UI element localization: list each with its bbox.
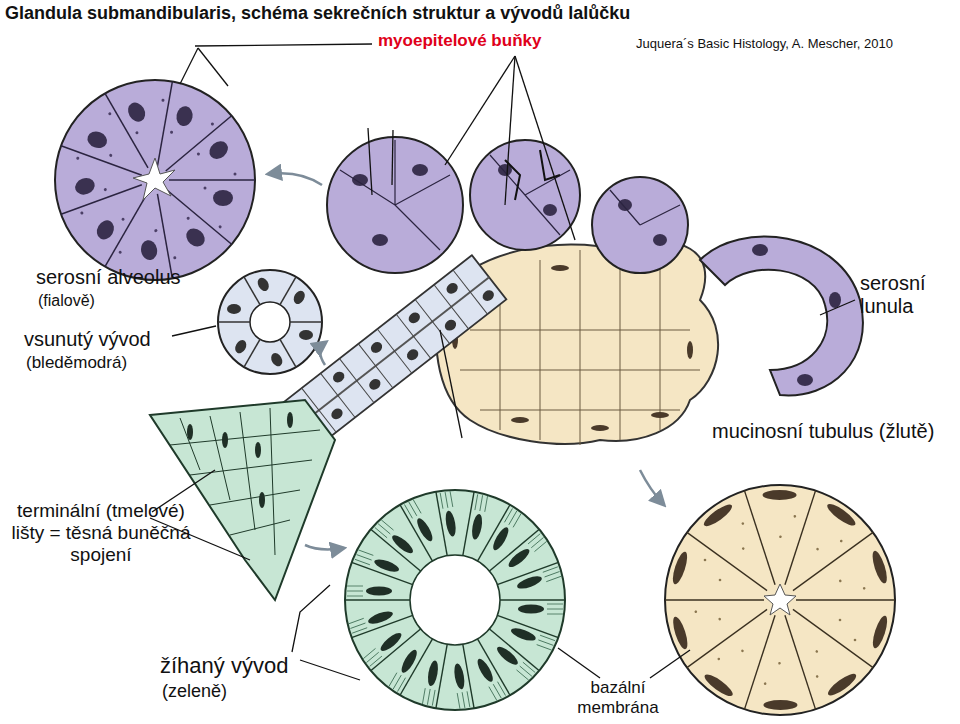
myoepithelial-label: myoepitelové buňky — [378, 31, 541, 51]
striated-duct-section — [345, 489, 565, 711]
part-label: mucinosní tubulus (žlutě) — [712, 420, 934, 443]
color-note: (bleděmodrá) — [26, 353, 127, 373]
serous-acinus-section — [52, 80, 255, 283]
color-note: (zeleně) — [162, 681, 227, 702]
part-label: serosní alveolus — [36, 266, 181, 289]
color-note: (fialově) — [38, 292, 95, 310]
part-label: žíhaný vývod — [160, 653, 288, 678]
serous-acini — [327, 137, 688, 273]
title: Glandula submandibularis, schéma sekrečn… — [5, 3, 630, 24]
part-label: bazální membrána — [562, 678, 674, 717]
part-label: terminální (tmelové) lišty = těsná buněč… — [3, 500, 199, 566]
serous-demilune — [700, 237, 863, 396]
intercalated-duct-section — [218, 268, 322, 376]
part-label: serosní lunula — [860, 272, 952, 318]
part-label: vsunutý vývod — [24, 328, 151, 351]
source-citation: Juquera´s Basic Histology, A. Mescher, 2… — [636, 37, 893, 52]
mucous-tubule-section — [658, 475, 903, 724]
